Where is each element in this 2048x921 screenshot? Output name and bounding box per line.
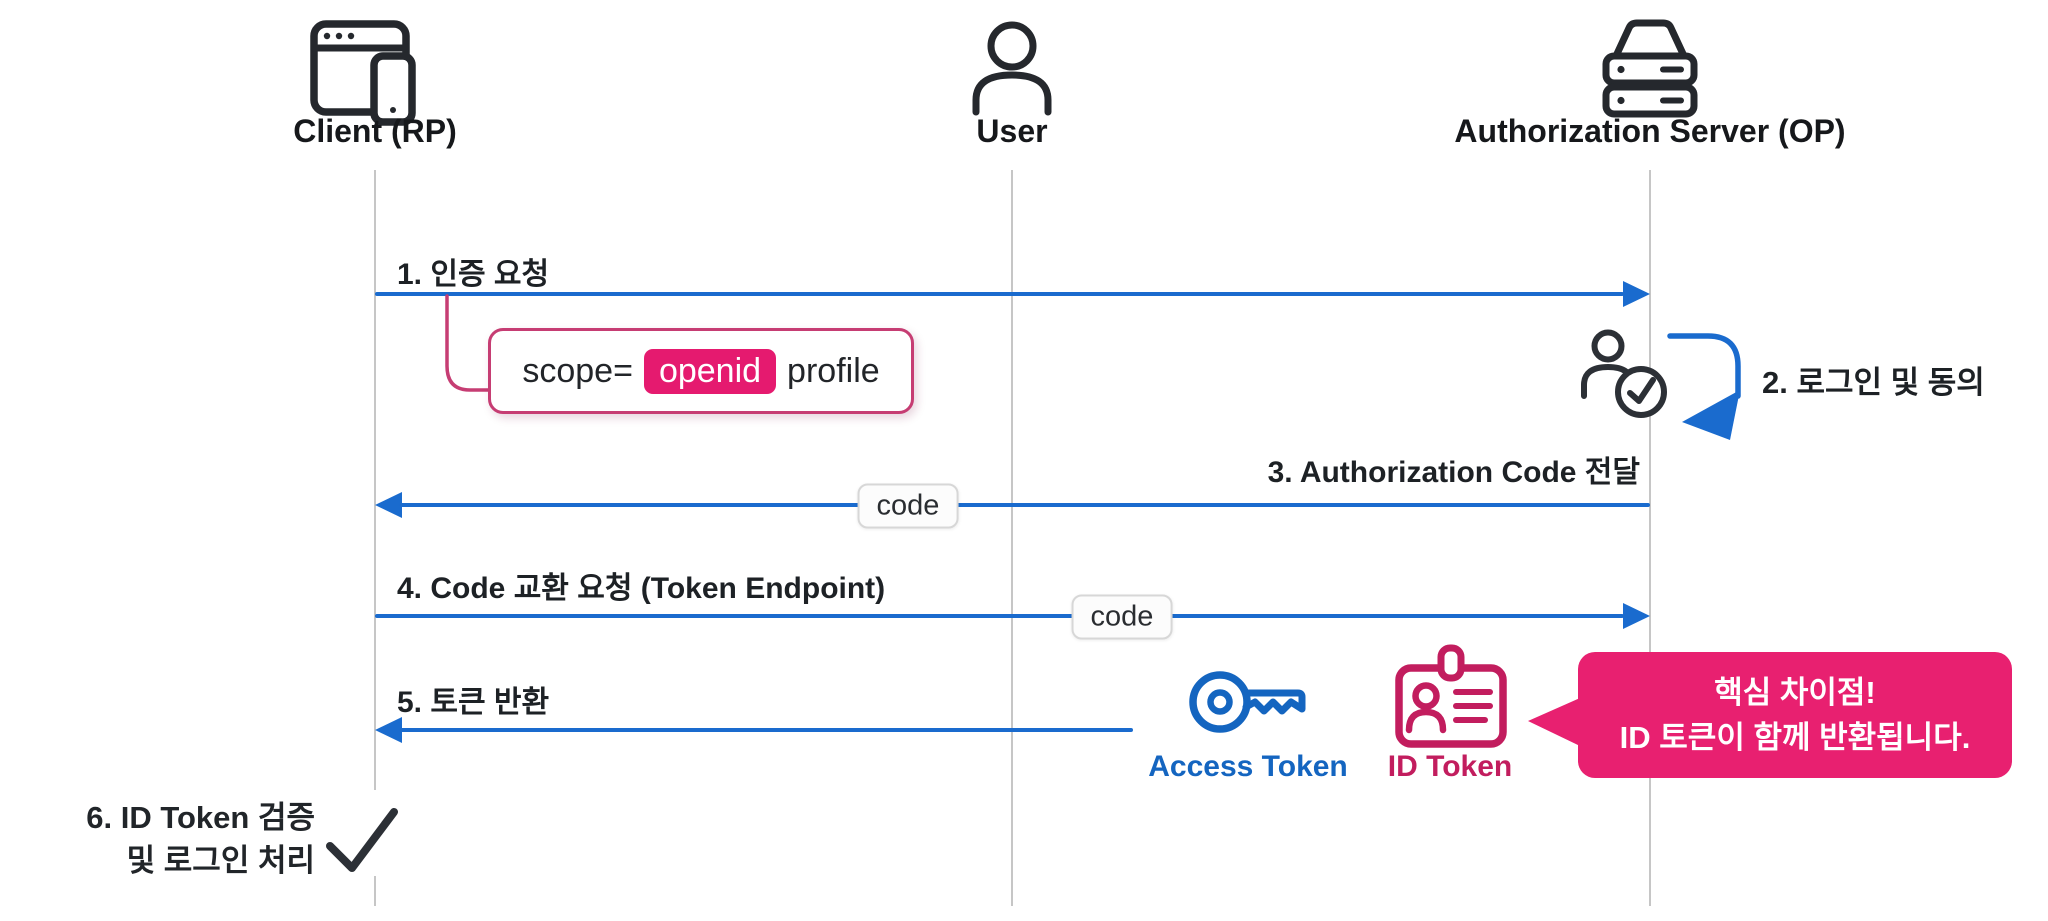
step6-line1: 6. ID Token 검증 bbox=[86, 800, 315, 835]
step6-line2: 및 로그인 처리 bbox=[126, 843, 315, 878]
lifeline-user bbox=[1011, 170, 1013, 906]
step5-arrow-line bbox=[399, 728, 1133, 732]
step6-label: 6. ID Token 검증 및 로그인 처리 bbox=[30, 796, 315, 882]
user-check-icon bbox=[1581, 329, 1667, 418]
step3-arrow-line bbox=[399, 503, 1650, 507]
id-token-card-icon bbox=[1395, 644, 1507, 748]
lifeline-client-lower bbox=[374, 876, 376, 906]
step5-label: 5. 토큰 반환 bbox=[397, 686, 550, 719]
actor-label-client: Client (RP) bbox=[293, 113, 457, 149]
step2-label: 2. 로그인 및 동의 bbox=[1762, 365, 1985, 400]
scope-parameter-box: scope= openid profile bbox=[488, 328, 914, 414]
step3-code-badge: code bbox=[857, 483, 959, 529]
step4-arrowhead bbox=[1623, 603, 1650, 629]
id-token-label: ID Token bbox=[1387, 750, 1513, 783]
scope-connector bbox=[445, 294, 492, 392]
step4-arrow-line bbox=[375, 614, 1624, 618]
callout-line2: ID 토큰이 함께 반환됩니다. bbox=[1619, 720, 1971, 755]
step3-arrowhead bbox=[375, 492, 402, 518]
callout-line1: 핵심 차이점! bbox=[1714, 675, 1876, 710]
scope-suffix-text: profile bbox=[787, 351, 880, 390]
step3-label: 3. Authorization Code 전달 bbox=[1267, 456, 1640, 489]
user-icon bbox=[972, 21, 1052, 116]
step1-label: 1. 인증 요청 bbox=[397, 258, 550, 291]
lifeline-auth-server bbox=[1649, 170, 1651, 906]
access-token-label: Access Token bbox=[1148, 750, 1348, 783]
step2-self-loop-arrow bbox=[1667, 333, 1741, 440]
scope-openid-highlight: openid bbox=[643, 348, 777, 394]
scope-prefix-text: scope= bbox=[522, 351, 633, 390]
client-browser-phone-icon bbox=[310, 20, 416, 126]
actor-label-auth-server: Authorization Server (OP) bbox=[1454, 113, 1846, 149]
key-difference-callout: 핵심 차이점! ID 토큰이 함께 반환됩니다. bbox=[1578, 652, 2012, 778]
callout-tail bbox=[1528, 698, 1580, 746]
step4-label: 4. Code 교환 요청 (Token Endpoint) bbox=[397, 572, 886, 605]
step6-checkmark-icon bbox=[326, 808, 398, 872]
step1-arrow-line bbox=[375, 292, 1624, 296]
access-token-key-icon bbox=[1189, 671, 1306, 733]
actor-label-user: User bbox=[976, 113, 1048, 149]
server-icon bbox=[1602, 19, 1698, 118]
step1-arrowhead bbox=[1623, 281, 1650, 307]
step5-arrowhead bbox=[375, 717, 402, 743]
step4-code-badge: code bbox=[1071, 594, 1173, 640]
lifeline-client-upper bbox=[374, 170, 376, 790]
